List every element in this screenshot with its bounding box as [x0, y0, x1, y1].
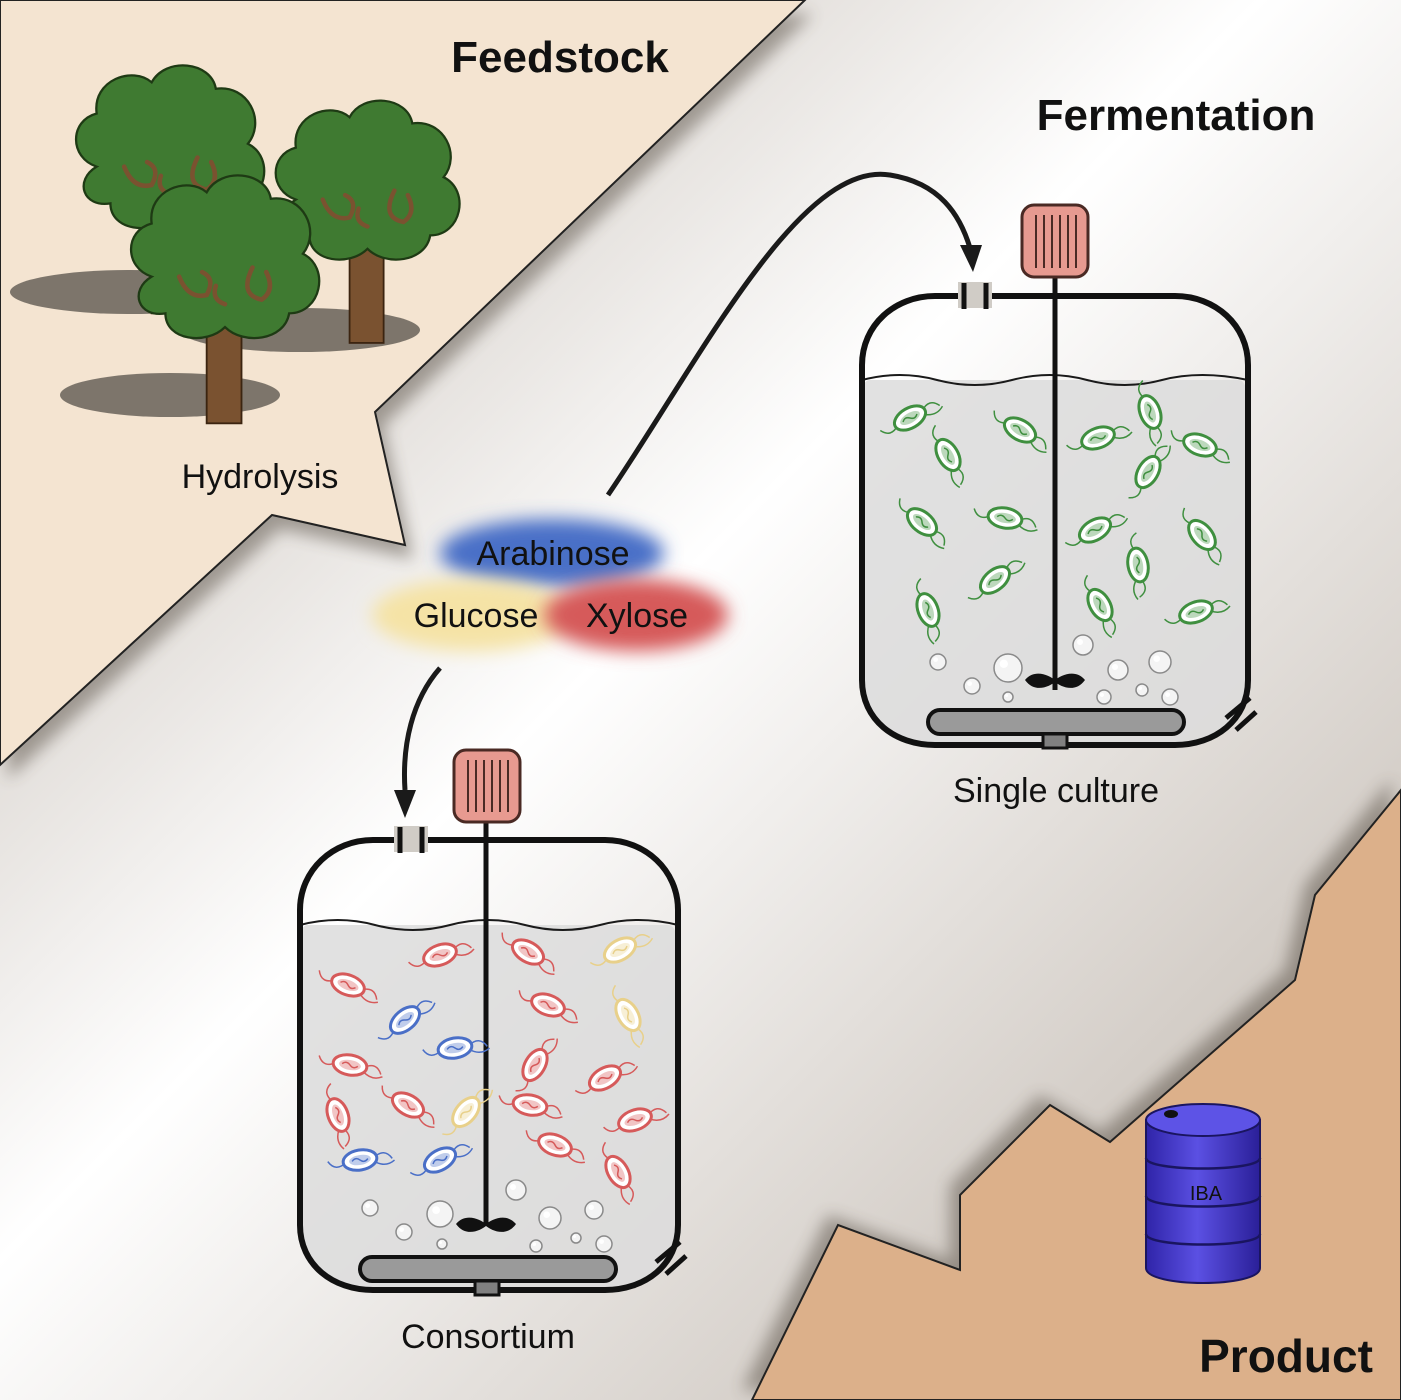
microbe-icon: [518, 990, 579, 1024]
microbe-icon: [318, 970, 379, 1004]
microbe-icon: [915, 578, 941, 645]
gas-bubbles: [361, 1179, 613, 1253]
microbe-icon: [1170, 430, 1231, 464]
microbe-icon: [381, 1085, 435, 1128]
consortium-reactor: [297, 748, 688, 1297]
microbe-icon: [318, 1053, 383, 1079]
bubble-icon: [529, 1239, 543, 1253]
arrowhead-icon: [960, 245, 982, 272]
microbe-icon: [602, 1141, 634, 1206]
microbe-icon: [1084, 574, 1116, 639]
bubble-icon: [1002, 691, 1014, 703]
hydrolysis-label: Hydrolysis: [182, 458, 339, 496]
arrow-to-single-culture: [605, 171, 973, 497]
feedstock-title: Feedstock: [451, 33, 669, 82]
sugar-mixture: Arabinose Glucose Xylose: [372, 519, 728, 651]
microbe-icon: [501, 932, 555, 975]
mixed-microbes: [318, 932, 670, 1206]
bubble-icon: [963, 677, 981, 695]
bubble-icon: [1148, 650, 1172, 674]
bubble-icon: [538, 1206, 562, 1230]
microbe-icon: [612, 984, 644, 1049]
bubble-icon: [993, 653, 1023, 683]
glucose-blob: [372, 579, 572, 651]
glucose-label: Glucose: [414, 597, 539, 635]
microbe-icon: [327, 1148, 396, 1172]
microbe-icon: [967, 560, 1026, 600]
bubble-icon: [595, 1235, 613, 1253]
microbe-icon: [1126, 532, 1150, 601]
bubble-icon: [505, 1179, 527, 1201]
bubble-icon: [570, 1232, 582, 1244]
microbe-icon: [525, 1130, 586, 1164]
bubble-icon: [1107, 659, 1129, 681]
barrel-label: IBA: [1190, 1183, 1223, 1205]
microbe-icon: [408, 942, 475, 968]
single-culture-label: Single culture: [953, 772, 1159, 810]
bubble-icon: [1096, 689, 1112, 705]
xylose-blob: [544, 579, 728, 651]
bubble-icon: [361, 1199, 379, 1217]
microbe-icon: [422, 1036, 491, 1060]
microbe-icon: [377, 1000, 436, 1040]
arabinose-blob: [440, 519, 664, 587]
microbe-icon: [409, 1144, 474, 1176]
microbe-icon: [879, 402, 944, 434]
fermentation-title: Fermentation: [1037, 91, 1316, 140]
consortium-label: Consortium: [401, 1318, 575, 1356]
gas-bubbles: [929, 634, 1179, 706]
iba-barrel-icon: IBA: [1144, 1103, 1262, 1284]
impeller-icon: [456, 1217, 516, 1232]
arabinose-label: Arabinose: [476, 535, 629, 573]
single-culture-reactor: [859, 203, 1258, 750]
flow-arrows: [394, 171, 982, 818]
microbe-icon: [1128, 445, 1171, 499]
bubble-icon: [1135, 683, 1149, 697]
microbe-icon: [932, 424, 964, 489]
microbe-icon: [898, 498, 946, 550]
microbe-icon: [325, 1083, 351, 1150]
arrow-to-consortium: [402, 666, 442, 791]
green-microbes: [879, 380, 1231, 645]
microbe-icon: [603, 1107, 670, 1133]
impeller-icon: [1025, 673, 1085, 688]
trees-illustration: [10, 65, 460, 423]
bubble-icon: [929, 653, 947, 671]
bubble-icon: [584, 1200, 604, 1220]
sparger: [358, 1255, 618, 1283]
microbe-icon: [993, 410, 1047, 453]
arrowhead-icon: [394, 790, 416, 818]
microbe-icon: [498, 1093, 563, 1119]
microbe-icon: [1164, 599, 1231, 625]
bubble-icon: [1072, 634, 1094, 656]
bubble-icon: [1161, 688, 1179, 706]
microbe-icon: [1066, 425, 1133, 451]
microbe-icon: [589, 934, 654, 966]
bubble-icon: [395, 1223, 413, 1241]
xylose-label: Xylose: [586, 597, 688, 635]
microbe-icon: [1064, 514, 1129, 546]
sparger: [926, 708, 1186, 736]
microbe-icon: [574, 1062, 639, 1094]
microbe-icon: [442, 1088, 494, 1136]
microbe-icon: [1182, 507, 1222, 566]
microbe-icon: [973, 506, 1038, 532]
product-title: Product: [1199, 1330, 1373, 1382]
motor-icon: [1020, 203, 1090, 279]
bubble-icon: [426, 1200, 454, 1228]
microbe-icon: [1137, 380, 1163, 447]
bubble-icon: [436, 1238, 448, 1250]
microbe-icon: [515, 1038, 558, 1092]
motor-icon: [452, 748, 522, 824]
